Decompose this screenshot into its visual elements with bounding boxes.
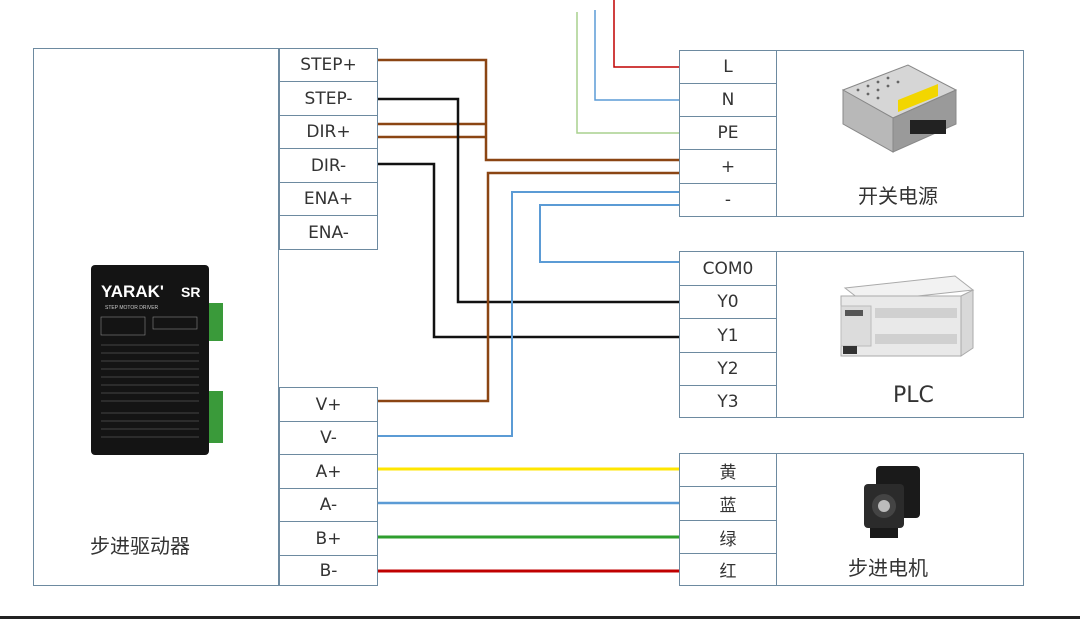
terminal-step-plus: STEP+	[279, 48, 378, 82]
wire-com0	[539, 204, 680, 263]
terminal-ena-plus: ENA+	[279, 182, 378, 216]
terminal-a-plus: A+	[279, 454, 378, 489]
wire-L-red	[613, 0, 680, 68]
psu-terminal-n: N	[679, 83, 777, 117]
plc-terminal-y0: Y0	[679, 285, 777, 319]
psu-terminal-pe: PE	[679, 116, 777, 150]
plc-terminal-y1: Y1	[679, 318, 777, 353]
terminal-b-minus: B-	[279, 555, 378, 586]
motor-terminal-green: 绿	[679, 520, 777, 554]
wire-step-plus	[378, 58, 680, 162]
terminal-a-minus: A-	[279, 488, 378, 522]
motor-terminal-yellow: 黄	[679, 453, 777, 487]
wire-vminus	[378, 191, 680, 437]
plc-terminal-com0: COM0	[679, 251, 777, 286]
plc-device-image	[840, 275, 975, 357]
psu-terminal-l: L	[679, 50, 777, 84]
wire-N-blue	[594, 10, 680, 101]
driver-subtitle: STEP MOTOR DRIVER	[105, 305, 159, 311]
wire-step-minus	[378, 97, 680, 304]
driver-brand: YARAK'	[101, 282, 164, 301]
plc-terminal-y3: Y3	[679, 385, 777, 418]
terminal-dir-minus: DIR-	[279, 148, 378, 183]
terminal-vplus: V+	[279, 387, 378, 422]
psu-terminal-minus: -	[679, 183, 777, 217]
terminal-b-plus: B+	[279, 521, 378, 556]
terminal-step-minus: STEP-	[279, 81, 378, 116]
wire-PE-green	[576, 12, 680, 134]
driver-label: 步进驱动器	[90, 534, 190, 558]
terminal-ena-minus: ENA-	[279, 215, 378, 250]
motor-terminal-red: 红	[679, 553, 777, 586]
plc-terminal-y2: Y2	[679, 352, 777, 386]
motor-device-image	[864, 466, 920, 538]
terminal-vminus: V-	[279, 421, 378, 455]
driver-series: SR	[181, 284, 200, 300]
psu-terminal-plus: +	[679, 149, 777, 184]
wire-dir-minus	[378, 162, 680, 339]
motor-terminal-blue: 蓝	[679, 486, 777, 521]
wire-vplus	[378, 171, 680, 403]
terminal-dir-plus: DIR+	[279, 115, 378, 149]
bottom-divider	[0, 616, 1080, 619]
psu-label: 开关电源	[858, 184, 938, 208]
driver-device-image: YARAK' SR STEP MOTOR DRIVER	[91, 265, 223, 455]
psu-device-image	[841, 64, 958, 153]
motor-label: 步进电机	[848, 556, 928, 580]
plc-label: PLC	[893, 383, 934, 408]
